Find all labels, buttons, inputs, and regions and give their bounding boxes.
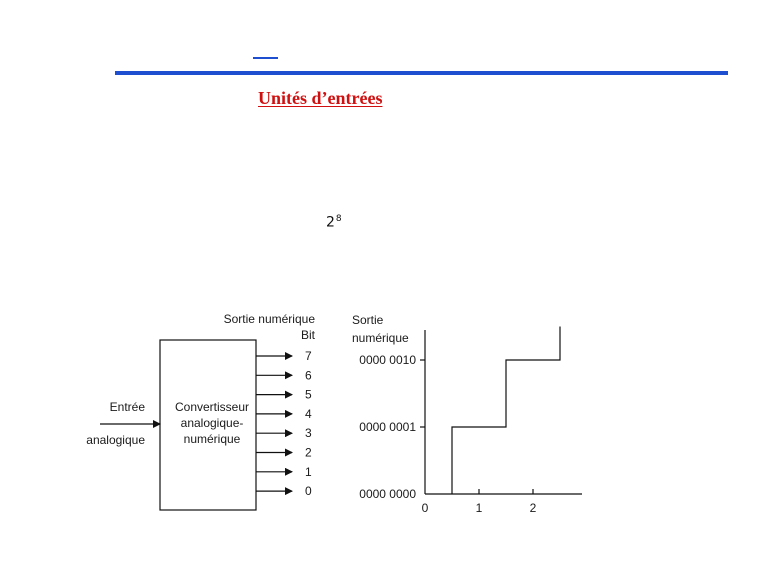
bit-arrows: 7 6 5 4 3 2 1 0 — [256, 349, 312, 498]
bit-label-6: 6 — [305, 368, 312, 382]
bit-label-5: 5 — [305, 388, 312, 402]
bit-label-2: 2 — [305, 446, 312, 460]
chart-ticks: 0 1 2 0000 0000 0000 0001 0000 0010 — [359, 353, 536, 515]
x-tick-label-0: 0 — [422, 501, 429, 515]
bit-label-1: 1 — [305, 465, 312, 479]
chart-ylabel-1: Sortie — [352, 313, 384, 327]
converter-diagram: Sortie numérique Bit Convertisseur analo… — [86, 312, 316, 511]
power-formula: 28 — [326, 214, 342, 231]
bit-label-4: 4 — [305, 407, 312, 421]
converter-label-1: Convertisseur — [175, 400, 249, 414]
y-tick-label-2: 0000 0010 — [359, 353, 416, 367]
y-tick-label-0: 0000 0000 — [359, 487, 416, 501]
section-rule — [115, 71, 728, 75]
chart-ylabel-2: numérique — [352, 331, 409, 345]
section-title: Unités d’entrées — [258, 88, 383, 108]
bit-label-7: 7 — [305, 349, 312, 363]
y-tick-label-1: 0000 0001 — [359, 420, 416, 434]
formula-exponent: 8 — [335, 214, 342, 224]
x-tick-label-1: 1 — [476, 501, 483, 515]
converter-label-2: analogique- — [181, 416, 244, 430]
converter-label-3: numérique — [184, 432, 241, 446]
bit-label-0: 0 — [305, 484, 312, 498]
input-label-2: analogique — [86, 433, 145, 447]
formula-base: 2 — [326, 214, 335, 231]
top-dash-line — [253, 57, 278, 59]
step-chart: Sortie numérique 0 1 2 0000 0000 0000 0001 00… — [352, 313, 582, 515]
bit-header: Bit — [301, 328, 316, 342]
output-header: Sortie numérique — [224, 312, 316, 326]
bit-label-3: 3 — [305, 426, 312, 440]
input-label-1: Entrée — [110, 400, 146, 414]
x-tick-label-2: 2 — [530, 501, 537, 515]
chart-series-line — [451, 326, 561, 494]
